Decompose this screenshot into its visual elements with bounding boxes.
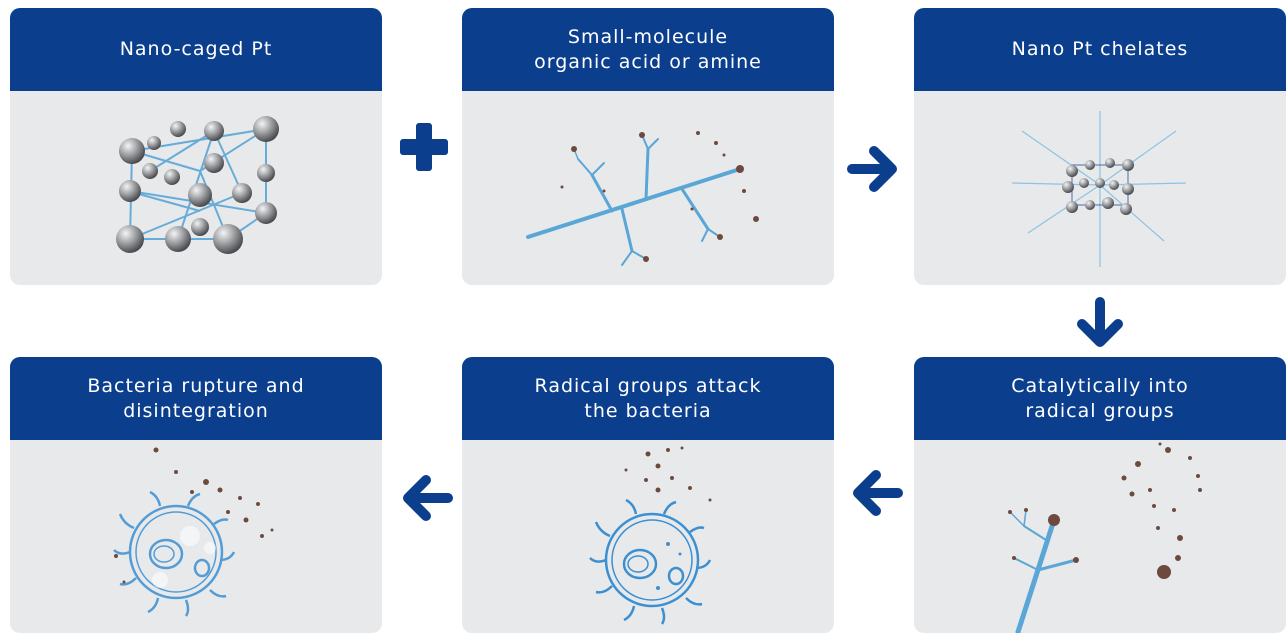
step-title: Nano-caged Pt bbox=[10, 8, 382, 91]
pt-chelate-illustration bbox=[914, 91, 1286, 285]
step-card-bacteria-rupture: Bacteria rupture and disintegration bbox=[10, 357, 382, 633]
arrow-down-icon bbox=[1074, 296, 1126, 356]
step-title: Nano Pt chelates bbox=[914, 8, 1286, 91]
step-card-nano-caged-pt: Nano-caged Pt bbox=[10, 8, 382, 285]
bacteria-rupture-illustration bbox=[10, 440, 382, 633]
step-title-line: Catalytically into bbox=[1011, 374, 1189, 397]
step-title: Bacteria rupture and disintegration bbox=[10, 357, 382, 440]
step-card-bacteria-attacked: Radical groups attack the bacteria bbox=[462, 357, 834, 633]
pt-lattice-illustration bbox=[10, 91, 382, 285]
step-title: Radical groups attack the bacteria bbox=[462, 357, 834, 440]
radical-groups-illustration bbox=[914, 440, 1286, 633]
step-title: Catalytically into radical groups bbox=[914, 357, 1286, 440]
plus-icon bbox=[398, 121, 450, 177]
step-title-line: Bacteria rupture and bbox=[87, 374, 305, 397]
step-title-line: radical groups bbox=[1025, 399, 1175, 422]
step-title-line: organic acid or amine bbox=[534, 50, 762, 73]
arrow-right-icon bbox=[846, 143, 902, 199]
step-title-line: the bacteria bbox=[584, 399, 712, 422]
step-card-organic-molecule: Small-molecule organic acid or amine bbox=[462, 8, 834, 285]
step-title-line: Small-molecule bbox=[567, 25, 729, 48]
step-title-line: Nano-caged Pt bbox=[119, 38, 273, 60]
step-card-radical-groups: Catalytically into radical groups bbox=[914, 357, 1286, 633]
step-title-line: disintegration bbox=[123, 399, 269, 422]
step-card-pt-chelate: Nano Pt chelates bbox=[914, 8, 1286, 285]
organic-molecule-illustration bbox=[462, 91, 834, 285]
step-title-line: Nano Pt chelates bbox=[1011, 38, 1189, 60]
arrow-left-icon bbox=[398, 472, 454, 528]
step-title: Small-molecule organic acid or amine bbox=[462, 8, 834, 91]
step-title-line: Radical groups attack bbox=[534, 374, 762, 397]
arrow-left-icon bbox=[848, 467, 904, 523]
bacteria-attacked-illustration bbox=[462, 440, 834, 633]
